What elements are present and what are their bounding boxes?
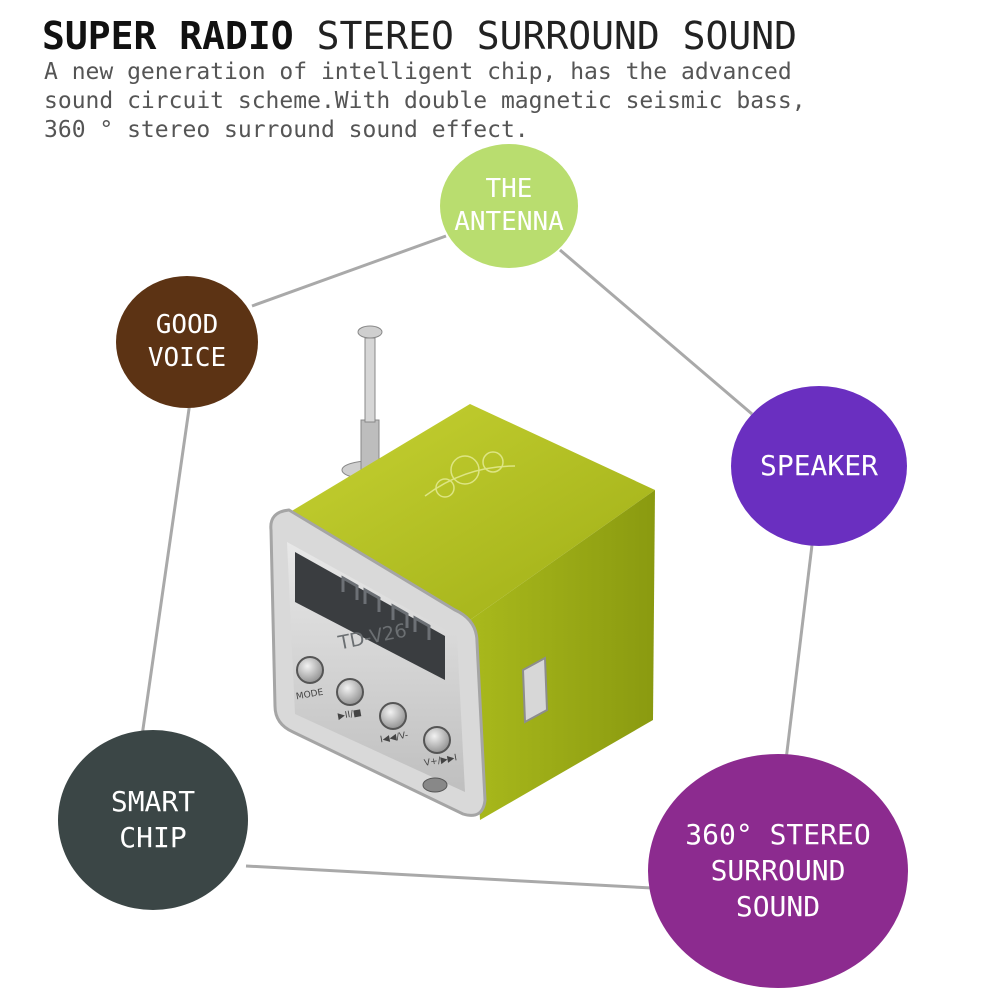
control-buttons [296, 656, 451, 793]
lcd-display [295, 552, 445, 680]
connector-speaker-surround [784, 544, 814, 761]
feature-good-voice-bubble: GOOD VOICE [116, 276, 258, 408]
feature-surround-bubble: 360° STEREO SURROUND SOUND [648, 754, 908, 988]
description: A new generation of intelligent chip, ha… [44, 59, 806, 143]
prev-button [379, 702, 407, 730]
page-title: SUPER RADIO STEREO SURROUND SOUND [42, 14, 797, 58]
title-rest: STEREO SURROUND SOUND [316, 14, 797, 58]
connector-voice-chip [140, 401, 192, 737]
connector-antenna-voice [251, 234, 447, 308]
speaker-side-face [470, 490, 655, 820]
feature-smart-chip-bubble: SMART CHIP [58, 730, 248, 910]
next-button [423, 726, 451, 754]
mode-button [296, 656, 324, 684]
lcd-digits [341, 575, 431, 640]
usb-port [521, 656, 549, 724]
title-bold: SUPER RADIO [42, 14, 294, 58]
feature-antenna-bubble: THE ANTENNA [440, 144, 578, 268]
connector-antenna-speaker [559, 248, 753, 416]
feature-speaker-bubble: SPEAKER [731, 386, 907, 546]
floral-engraving [424, 451, 516, 498]
play-pause-button [336, 678, 364, 706]
connector-chip-surround [245, 864, 653, 890]
power-switch [422, 777, 448, 793]
speaker-product-image [269, 325, 655, 820]
